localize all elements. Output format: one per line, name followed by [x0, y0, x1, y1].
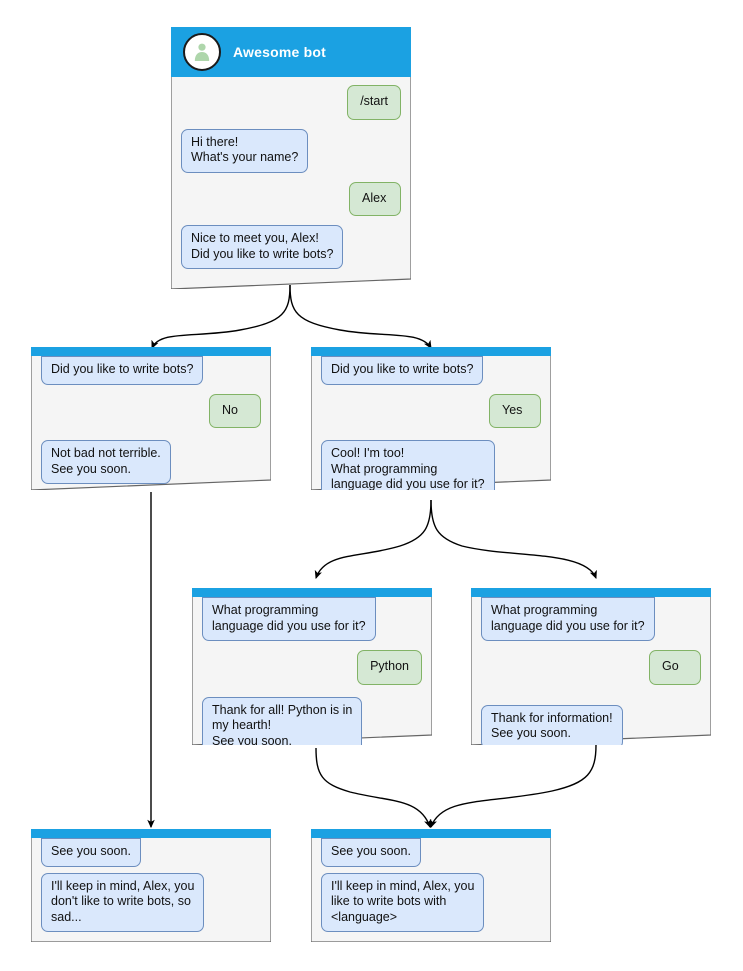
connector-yes-to-go: [430, 499, 597, 580]
card-header-bar: [471, 588, 711, 597]
bot-message-bubble[interactable]: Not bad not terrible. See you soon.: [41, 440, 171, 484]
bot-message-bubble[interactable]: Thank for information! See you soon.: [481, 704, 623, 745]
message-row: Nice to meet you, Alex! Did you like to …: [171, 225, 411, 269]
bot-message-bubble[interactable]: I'll keep in mind, Alex, you like to wri…: [321, 872, 485, 932]
message-row: /start: [171, 85, 411, 120]
card-content: What programming language did you use fo…: [192, 588, 432, 745]
bot-message-bubble[interactable]: What programming language did you use fo…: [202, 597, 376, 641]
bot-message-bubble[interactable]: See you soon.: [321, 838, 421, 867]
connector-go-to-end-happy: [429, 744, 597, 829]
message-list: Did you like to write bots? No Not bad n…: [31, 356, 271, 490]
message-row: What programming language did you use fo…: [192, 597, 432, 641]
card-header-bar: [311, 829, 551, 838]
user-message-bubble[interactable]: Alex: [349, 181, 401, 216]
bot-message-bubble[interactable]: Did you like to write bots?: [41, 356, 204, 385]
chat-card-yes-branch[interactable]: Did you like to write bots? Yes Cool! I'…: [311, 347, 551, 490]
message-list: What programming language did you use fo…: [192, 597, 432, 745]
bot-message-bubble[interactable]: Nice to meet you, Alex! Did you like to …: [181, 225, 344, 269]
card-header-bar: [31, 347, 271, 356]
connector-python-to-end-happy: [315, 747, 432, 829]
chat-card-end-sad[interactable]: See you soon. I'll keep in mind, Alex, y…: [31, 829, 271, 942]
chat-card-go-branch[interactable]: What programming language did you use fo…: [471, 588, 711, 745]
card-content: Awesome bot /start Hi there! What's your…: [171, 27, 411, 289]
connector-root-to-no: [151, 284, 291, 350]
card-header-bar: [192, 588, 432, 597]
message-row: Yes: [311, 393, 551, 428]
user-message-bubble[interactable]: No: [209, 393, 261, 428]
message-row: Go: [471, 650, 711, 685]
bot-message-bubble[interactable]: What programming language did you use fo…: [481, 597, 655, 641]
card-header-bar: Awesome bot: [171, 27, 411, 77]
user-message-bubble[interactable]: Yes: [489, 393, 541, 428]
user-message-bubble[interactable]: Go: [649, 650, 701, 685]
connector-root-to-yes: [289, 284, 432, 349]
message-row: See you soon.: [31, 838, 271, 867]
message-list: See you soon. I'll keep in mind, Alex, y…: [311, 838, 551, 941]
card-content: What programming language did you use fo…: [471, 588, 711, 745]
message-row: Hi there! What's your name?: [171, 128, 411, 173]
message-row: Python: [192, 650, 432, 685]
message-row: See you soon.: [311, 838, 551, 867]
person-avatar-icon: [183, 33, 221, 71]
chat-card-end-happy[interactable]: See you soon. I'll keep in mind, Alex, y…: [311, 829, 551, 942]
message-list-root: /start Hi there! What's your name? Alex …: [171, 85, 411, 278]
message-row: Not bad not terrible. See you soon.: [31, 440, 271, 484]
bot-title: Awesome bot: [233, 44, 326, 60]
bot-message-bubble[interactable]: Hi there! What's your name?: [181, 128, 309, 173]
message-row: Thank for all! Python is in my hearth! S…: [192, 696, 432, 745]
bot-message-bubble[interactable]: Did you like to write bots?: [321, 356, 484, 385]
bot-message-bubble[interactable]: I'll keep in mind, Alex, you don't like …: [41, 872, 205, 932]
message-list: What programming language did you use fo…: [471, 597, 711, 745]
card-header-bar: [31, 829, 271, 838]
card-header-bar: [311, 347, 551, 356]
card-content: See you soon. I'll keep in mind, Alex, y…: [31, 829, 271, 942]
message-row: Did you like to write bots?: [31, 356, 271, 385]
card-content: See you soon. I'll keep in mind, Alex, y…: [311, 829, 551, 942]
connector-yes-to-python: [314, 499, 432, 580]
bot-message-bubble[interactable]: Thank for all! Python is in my hearth! S…: [202, 696, 363, 745]
user-message-bubble[interactable]: Python: [357, 650, 422, 685]
chat-card-python-branch[interactable]: What programming language did you use fo…: [192, 588, 432, 745]
message-row: I'll keep in mind, Alex, you like to wri…: [311, 872, 551, 932]
message-row: No: [31, 393, 271, 428]
card-content: Did you like to write bots? Yes Cool! I'…: [311, 347, 551, 490]
message-row: Thank for information! See you soon.: [471, 704, 711, 745]
message-row: Did you like to write bots?: [311, 356, 551, 385]
message-row: I'll keep in mind, Alex, you don't like …: [31, 872, 271, 932]
card-content: Did you like to write bots? No Not bad n…: [31, 347, 271, 490]
bot-message-bubble[interactable]: See you soon.: [41, 838, 141, 867]
chat-card-no-branch[interactable]: Did you like to write bots? No Not bad n…: [31, 347, 271, 490]
message-row: What programming language did you use fo…: [471, 597, 711, 641]
chat-card-root[interactable]: Awesome bot /start Hi there! What's your…: [171, 27, 411, 289]
user-message-bubble[interactable]: /start: [347, 85, 401, 120]
bot-message-bubble[interactable]: Cool! I'm too! What programming language…: [321, 440, 495, 490]
message-list: See you soon. I'll keep in mind, Alex, y…: [31, 838, 271, 941]
message-row: Cool! I'm too! What programming language…: [311, 440, 551, 490]
message-row: Alex: [171, 181, 411, 216]
message-list: Did you like to write bots? Yes Cool! I'…: [311, 356, 551, 490]
